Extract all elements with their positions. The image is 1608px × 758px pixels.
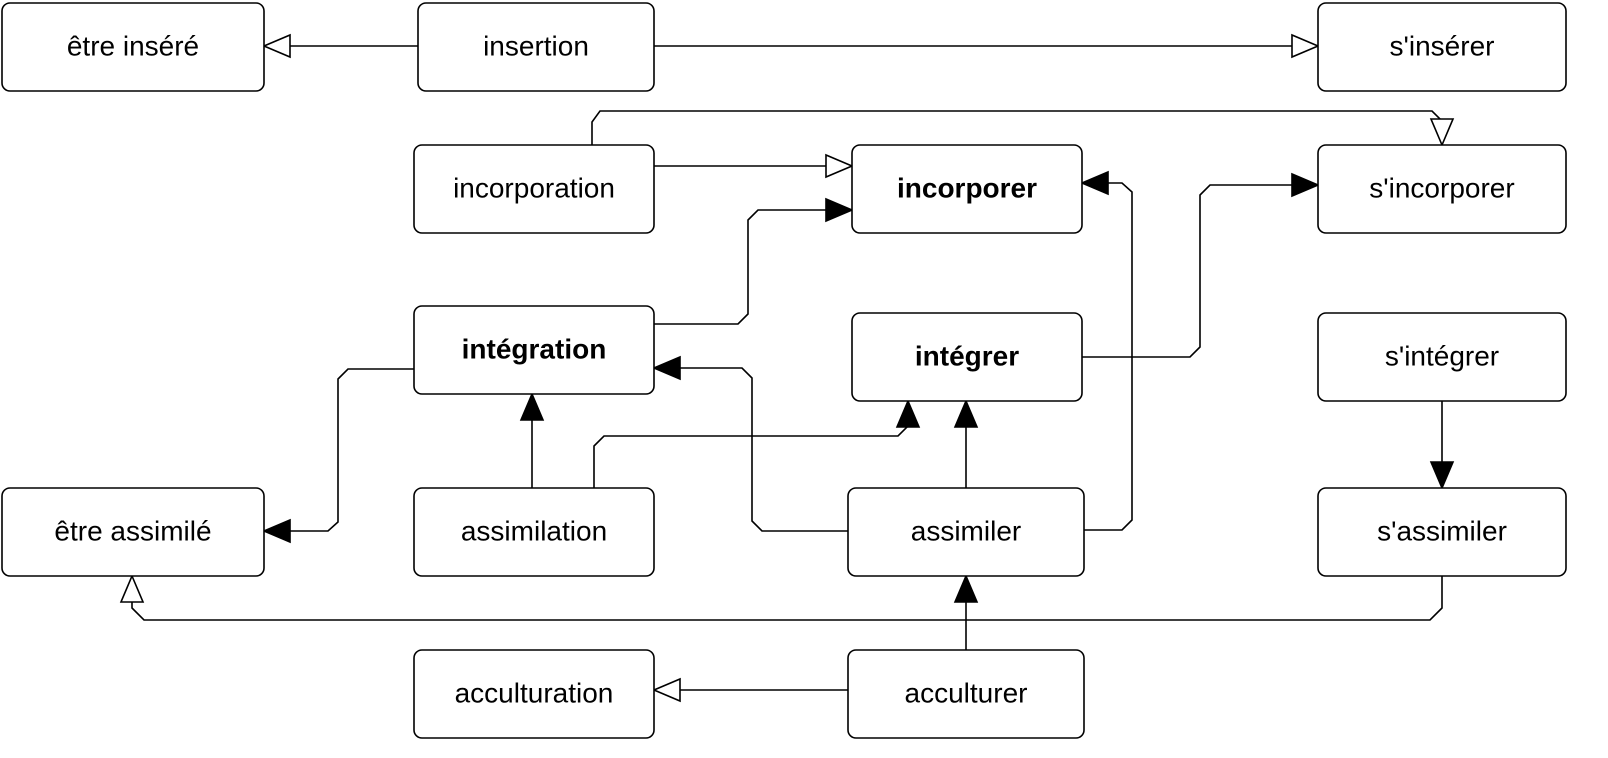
open-arrowhead bbox=[1429, 118, 1455, 148]
filled-arrowhead bbox=[1429, 461, 1455, 491]
edge-s_integrer-to-s_assimiler bbox=[1429, 401, 1455, 491]
node-box bbox=[847, 487, 1085, 577]
edge-insertion-to-etre_insere bbox=[261, 33, 418, 59]
node-label: insertion bbox=[483, 30, 589, 61]
edge-s_assimiler-to-etre_assimile bbox=[119, 573, 1443, 621]
node-insertion: insertion bbox=[417, 2, 655, 92]
edge-assimilation-to-integrer bbox=[593, 398, 921, 488]
node-s-inserer: s'insérer bbox=[1317, 2, 1567, 92]
edge-line bbox=[1082, 184, 1292, 358]
edge-line bbox=[131, 576, 1443, 621]
node-label: assimilation bbox=[461, 515, 607, 546]
node-box bbox=[413, 487, 655, 577]
edge-assimiler-to-integration bbox=[651, 355, 848, 532]
edge-integration-to-incorporer bbox=[654, 197, 855, 325]
node-incorporation: incorporation bbox=[413, 144, 655, 234]
node-label: être assimilé bbox=[54, 515, 211, 546]
nodes-layer: être inséré insertion s'insérer incorporati… bbox=[1, 2, 1567, 739]
edges-layer bbox=[119, 33, 1455, 703]
node-label: acculturer bbox=[905, 677, 1028, 708]
node-box bbox=[851, 312, 1083, 402]
edge-incorporation-to-incorporer bbox=[654, 153, 855, 179]
edge-line bbox=[1084, 182, 1133, 531]
edge-line bbox=[654, 209, 826, 325]
node-label: intégration bbox=[462, 333, 607, 364]
open-arrowhead bbox=[825, 153, 855, 179]
edge-assimilation-to-integration bbox=[519, 391, 545, 488]
open-arrowhead bbox=[261, 33, 291, 59]
filled-arrowhead bbox=[651, 355, 681, 381]
node-box bbox=[847, 649, 1085, 739]
node-label: s'assimiler bbox=[1377, 515, 1507, 546]
node-box bbox=[851, 144, 1083, 234]
open-arrowhead bbox=[651, 677, 681, 703]
edge-line bbox=[680, 367, 848, 532]
node-label: assimiler bbox=[911, 515, 1021, 546]
node-label: incorporer bbox=[897, 172, 1037, 203]
node-box bbox=[417, 2, 655, 92]
edge-assimiler-to-integrer bbox=[953, 398, 979, 488]
node-assimilation: assimilation bbox=[413, 487, 655, 577]
filled-arrowhead bbox=[953, 573, 979, 603]
node-s-integrer: s'intégrer bbox=[1317, 312, 1567, 402]
node-label: s'incorporer bbox=[1369, 172, 1514, 203]
node-box bbox=[1317, 487, 1567, 577]
edge-line bbox=[591, 110, 1443, 145]
node-label: acculturation bbox=[455, 677, 614, 708]
node-box bbox=[1, 2, 265, 92]
filled-arrowhead bbox=[953, 398, 979, 428]
open-arrowhead bbox=[1291, 33, 1321, 59]
node-box bbox=[1317, 144, 1567, 234]
edge-integration-to-etre_assimile bbox=[261, 368, 414, 544]
node-box bbox=[413, 144, 655, 234]
node-s-incorporer: s'incorporer bbox=[1317, 144, 1567, 234]
edge-incorporation-to-s_incorporer bbox=[591, 110, 1455, 148]
node-label: s'insérer bbox=[1390, 30, 1495, 61]
filled-arrowhead bbox=[519, 391, 545, 421]
node-label: s'intégrer bbox=[1385, 340, 1499, 371]
node-box bbox=[1, 487, 265, 577]
node-box bbox=[413, 305, 655, 395]
node-etre-assimile: être assimilé bbox=[1, 487, 265, 577]
edge-acculturer-to-acculturation bbox=[651, 677, 848, 703]
edge-line bbox=[290, 368, 414, 532]
node-integrer: intégrer bbox=[851, 312, 1083, 402]
node-integration: intégration bbox=[413, 305, 655, 395]
node-label: être inséré bbox=[67, 30, 199, 61]
node-box bbox=[1317, 312, 1567, 402]
edge-integrer-to-s_incorporer bbox=[1082, 172, 1321, 358]
node-label: intégrer bbox=[915, 340, 1019, 371]
edge-assimiler-to-incorporer bbox=[1079, 170, 1133, 531]
filled-arrowhead bbox=[1079, 170, 1109, 196]
node-assimiler: assimiler bbox=[847, 487, 1085, 577]
node-s-assimiler: s'assimiler bbox=[1317, 487, 1567, 577]
node-acculturation: acculturation bbox=[413, 649, 655, 739]
open-arrowhead bbox=[119, 573, 145, 603]
node-etre-insere: être inséré bbox=[1, 2, 265, 92]
filled-arrowhead bbox=[895, 398, 921, 428]
edge-acculturer-to-assimiler bbox=[953, 573, 979, 650]
filled-arrowhead bbox=[825, 197, 855, 223]
edge-line bbox=[593, 424, 909, 488]
node-label: incorporation bbox=[453, 172, 615, 203]
node-box bbox=[413, 649, 655, 739]
filled-arrowhead bbox=[261, 518, 291, 544]
edge-insertion-to-s_inserer bbox=[654, 33, 1321, 59]
filled-arrowhead bbox=[1291, 172, 1321, 198]
node-box bbox=[1317, 2, 1567, 92]
node-acculturer: acculturer bbox=[847, 649, 1085, 739]
node-incorporer: incorporer bbox=[851, 144, 1083, 234]
